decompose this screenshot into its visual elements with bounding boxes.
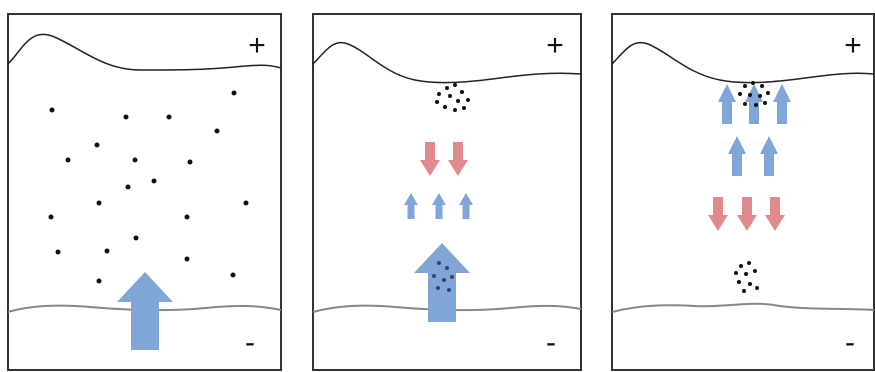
particle-dot xyxy=(167,115,172,120)
particle-dot xyxy=(739,264,743,268)
particle-dot xyxy=(133,158,138,163)
particle-dot xyxy=(453,108,457,112)
particle-dot xyxy=(448,94,452,98)
panel-3-minus-label: - xyxy=(845,326,855,359)
panel-2-plus-label: + xyxy=(546,29,564,62)
particle-dot xyxy=(758,94,762,98)
panel-3: + - xyxy=(612,14,874,370)
particle-dot xyxy=(462,106,466,110)
particle-dot xyxy=(748,282,752,286)
particle-dot xyxy=(743,84,747,88)
particle-dot xyxy=(95,143,100,148)
particle-dot xyxy=(744,272,748,276)
particle-dot xyxy=(738,92,742,96)
panel-2: + - xyxy=(313,14,581,370)
particle-dot xyxy=(755,286,759,290)
particle-dot xyxy=(437,92,441,96)
particle-dot xyxy=(436,286,440,290)
panel-1: + - xyxy=(8,14,281,370)
particle-dot xyxy=(66,158,71,163)
particle-dot xyxy=(126,185,131,190)
particle-dot xyxy=(751,81,755,85)
particle-dot xyxy=(244,201,249,206)
particle-dot xyxy=(743,102,747,106)
particle-dot xyxy=(442,278,446,282)
particle-dot xyxy=(432,274,436,278)
particle-dot xyxy=(105,249,110,254)
particle-dot xyxy=(447,288,451,292)
particle-dot xyxy=(450,275,454,279)
particle-dot xyxy=(766,91,770,95)
particle-dot xyxy=(445,86,449,90)
particle-dot xyxy=(188,160,193,165)
particle-dot xyxy=(753,269,757,273)
panel-3-plus-label: + xyxy=(844,29,862,62)
particle-dot xyxy=(754,103,758,107)
particle-dot xyxy=(460,90,464,94)
particle-dot xyxy=(747,261,751,265)
panel-3-border xyxy=(612,14,874,370)
particle-dot xyxy=(453,83,457,87)
particle-dot xyxy=(445,266,449,270)
panel-1-plus-label: + xyxy=(248,29,266,62)
particle-dot xyxy=(748,93,752,97)
panel-2-minus-label: - xyxy=(546,326,556,359)
particle-dot xyxy=(734,271,738,275)
particle-dot xyxy=(97,201,102,206)
particle-dot xyxy=(152,179,157,184)
particle-dot xyxy=(232,91,237,96)
particle-dot xyxy=(456,99,460,103)
particle-dot xyxy=(231,273,236,278)
particle-dot xyxy=(56,250,61,255)
particle-dot xyxy=(435,100,439,104)
particle-dot xyxy=(466,98,470,102)
particle-dot xyxy=(215,129,220,134)
particle-dot xyxy=(97,279,102,284)
particle-dot xyxy=(124,115,129,120)
particle-dot xyxy=(760,84,764,88)
particle-dot xyxy=(49,215,54,220)
particle-dot xyxy=(185,257,190,262)
particle-dot xyxy=(737,280,741,284)
particle-dot xyxy=(437,261,441,265)
panel-1-minus-label: - xyxy=(245,326,255,359)
particle-dot xyxy=(185,215,190,220)
particle-dot xyxy=(742,289,746,293)
particle-dot xyxy=(134,236,139,241)
particle-dot xyxy=(763,101,767,105)
particle-dot xyxy=(50,108,55,113)
particle-dot xyxy=(443,105,447,109)
